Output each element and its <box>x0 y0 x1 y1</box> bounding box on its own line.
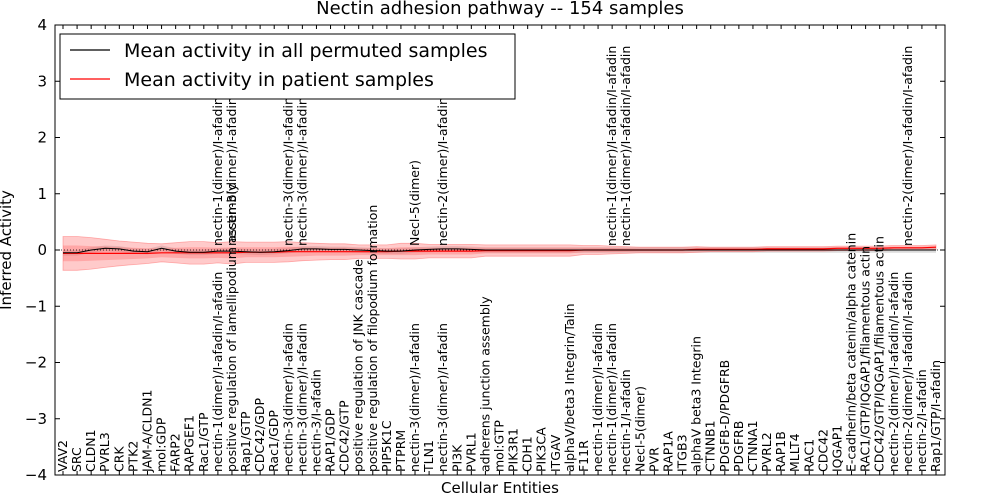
category-label: nectin-1(dimer)/I-afadin <box>590 323 605 472</box>
category-label: nectin-2/I-afadin <box>914 369 929 472</box>
category-label-upper: nectin-3(dimer)/I-afadin <box>224 97 239 246</box>
x-axis-ticks <box>62 25 937 475</box>
category-label: IQGAP1 <box>829 425 844 472</box>
category-label: mol:GDP <box>154 417 169 472</box>
y-tick-label: 4 <box>37 16 47 34</box>
category-label-upper: nectin-1(dimer)/I-afadin/I-afadin <box>618 46 633 246</box>
category-label: Rap1/GTP/I-afadin <box>928 360 943 472</box>
category-label: PIK3CA <box>534 427 549 472</box>
category-label: ITGAV <box>548 434 563 472</box>
y-axis-ticks: −4 −3 −2 −1 0 1 2 3 4 <box>25 16 945 484</box>
category-label: nectin-3(dimer)/I-afadin <box>294 323 309 472</box>
category-label: PVRL2 <box>759 432 774 472</box>
category-label: positive regulation of JNK cascade <box>351 259 366 472</box>
category-label: RAC1 <box>801 439 816 472</box>
category-label: MLLT4 <box>787 433 802 472</box>
category-label: RAC1/GTP/IQGAP1/filamentous actin <box>858 246 873 472</box>
category-label: CDC42 <box>815 429 830 472</box>
category-label: adherens junction assembly <box>477 296 492 472</box>
category-label: nectin-3/I-afadin <box>308 369 323 472</box>
category-label: nectin-2(dimer)/I-afadin/I-afadin <box>886 272 901 472</box>
y-tick-label: 1 <box>37 185 47 203</box>
legend: Mean activity in all permuted samples Me… <box>59 33 516 100</box>
category-label: nectin-2(dimer)/I-afadin/I-afadin <box>900 272 915 472</box>
category-label: Rac1/GDP <box>266 410 281 472</box>
y-tick-label: 0 <box>37 241 47 259</box>
y-tick-label: −2 <box>25 354 47 372</box>
series-line-patient <box>63 246 937 254</box>
y-tick-label: 3 <box>37 72 47 90</box>
category-label: PVRL3 <box>97 432 112 472</box>
category-label: CRK <box>111 446 126 472</box>
category-label-upper: nectin-3(dimer)/I-afadin <box>280 97 295 246</box>
chart-title: Nectin adhesion pathway -- 154 samples <box>316 0 684 19</box>
category-label: nectin-1/I-afadin <box>618 369 633 472</box>
category-label: alphaV/beta3 Integrin/Talin <box>562 304 577 473</box>
y-tick-label: −1 <box>25 297 47 315</box>
category-label: positive regulation of lamellipodium ass… <box>224 183 239 472</box>
category-label: nectin-3(dimer)/I-afadin <box>435 323 450 472</box>
category-label: PVRL1 <box>463 432 478 472</box>
category-label: Rac1/GTP <box>196 412 211 472</box>
legend-label-patient: Mean activity in patient samples <box>124 69 434 91</box>
category-label: F11R <box>576 440 591 472</box>
category-label: E-cadherin/beta catenin/alpha catenin <box>844 233 859 472</box>
y-tick-label: −4 <box>25 466 47 484</box>
category-label: JAM-A/CLDN1 <box>139 390 154 473</box>
category-label: RAP1A <box>660 431 675 472</box>
category-label: CDC42/GTP <box>337 400 352 472</box>
category-label: nectin-3(dimer)/I-afadin <box>407 323 422 472</box>
category-label: RAP1B <box>773 431 788 472</box>
category-label: TLN1 <box>421 440 436 473</box>
category-label: CDC42/GDP <box>252 397 267 472</box>
y-tick-label: 2 <box>37 129 47 147</box>
series-line-permuted <box>63 247 936 254</box>
category-label: FARP2 <box>168 433 183 472</box>
category-label: CDC42/GTP/IQGAP1/filamentous actin <box>872 236 887 472</box>
category-label-upper: Necl-5(dimer) <box>407 160 422 246</box>
category-label: nectin-3(dimer)/I-afadin <box>280 323 295 472</box>
category-label: Rap1/GTP <box>238 411 253 472</box>
patient-band-outer <box>62 236 937 271</box>
category-label: nectin-1(dimer)/I-afadin/I-afadin <box>210 272 225 472</box>
category-label: PDGFB-D/PDGFRB <box>717 360 732 472</box>
category-label: PI3K <box>449 444 464 472</box>
category-label: positive regulation of filopodium format… <box>365 205 380 472</box>
category-label: SRC <box>69 447 84 472</box>
category-label: alphaV beta3 Integrin <box>689 336 704 472</box>
legend-box <box>59 33 516 100</box>
legend-label-permuted: Mean activity in all permuted samples <box>124 40 487 62</box>
category-label: CLDN1 <box>83 429 98 472</box>
category-label: mol:GTP <box>492 420 507 472</box>
category-label: RAPGEF1 <box>182 415 197 472</box>
category-label-upper: nectin-1(dimer)/I-afadin/I-afadin <box>604 46 619 246</box>
category-label-upper: nectin-2(dimer)/I-afadin <box>435 97 450 246</box>
category-label: CTNNA1 <box>745 420 760 472</box>
category-label: ITGB3 <box>675 434 690 472</box>
category-label: PIK3R1 <box>506 428 521 472</box>
category-label-upper: nectin-2(dimer)/I-afadin/I-afadin <box>900 46 915 246</box>
category-label: CTNNB1 <box>703 420 718 472</box>
category-label: PIP5K1C <box>379 420 394 472</box>
category-label: RAP1/GDP <box>323 408 338 472</box>
category-label-upper: nectin-3(dimer)/I-afadin <box>294 97 309 246</box>
category-label: CDH1 <box>520 436 535 472</box>
category-label: PVR <box>646 447 661 472</box>
series-layer <box>63 246 937 254</box>
category-label: nectin-1(dimer)/I-afadin <box>604 323 619 472</box>
x-axis-title: Cellular Entities <box>441 479 559 497</box>
category-label: PTK2 <box>125 441 140 472</box>
y-axis-title: Inferred Activity <box>0 190 15 310</box>
category-label: Necl-5(dimer) <box>632 386 647 472</box>
category-label: PDGFRB <box>731 421 746 472</box>
category-label: VAV2 <box>55 440 70 472</box>
y-tick-label: −3 <box>25 410 47 428</box>
category-label: PTPRM <box>393 430 408 472</box>
